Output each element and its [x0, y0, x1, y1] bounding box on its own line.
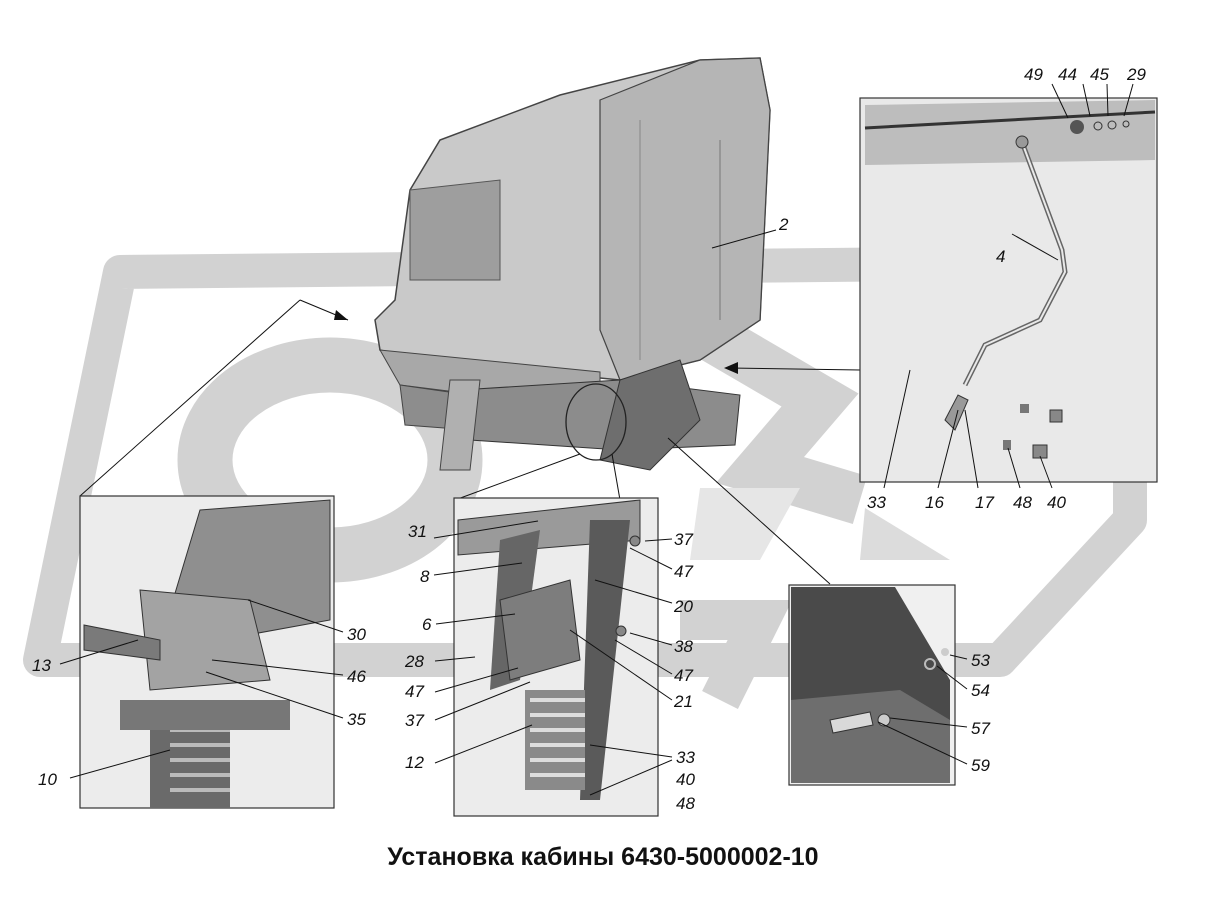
- callout-28: 28: [404, 652, 424, 671]
- callout-30: 30: [347, 625, 366, 644]
- callout-49: 49: [1024, 65, 1043, 84]
- callout-2: 2: [778, 215, 789, 234]
- callout-16: 16: [925, 493, 944, 512]
- callout-17: 17: [975, 493, 994, 512]
- watermark-wedge: [860, 508, 950, 560]
- callout-40-top: 40: [1047, 493, 1066, 512]
- pointer-arrows: [79, 299, 861, 585]
- callout-48-bottom: 48: [676, 794, 695, 813]
- callout-33-bottom: 33: [676, 748, 695, 767]
- callout-35: 35: [347, 710, 366, 729]
- callout-12: 12: [405, 753, 424, 772]
- callout-57: 57: [971, 719, 990, 738]
- callout-45: 45: [1090, 65, 1109, 84]
- callout-40-bottom: 40: [676, 770, 695, 789]
- callout-13: 13: [32, 656, 51, 675]
- callout-47-b: 47: [674, 666, 693, 685]
- leader-lines: [59, 83, 1134, 796]
- callout-37-b: 37: [405, 711, 424, 730]
- callout-labels: 2 4 49 44 45 29 33 16 17 48 40 31 37 47 …: [32, 65, 1146, 813]
- cab-body: [374, 57, 771, 431]
- frame-hinge: [439, 359, 741, 471]
- callout-33-top: 33: [867, 493, 886, 512]
- callout-8: 8: [420, 567, 430, 586]
- callout-21: 21: [673, 692, 693, 711]
- callout-54: 54: [971, 681, 990, 700]
- detail-circle: [565, 383, 627, 461]
- diagram-title: Установка кабины 6430-5000002-10: [387, 843, 819, 871]
- callout-38: 38: [674, 637, 693, 656]
- panel-fitting-detail: [788, 584, 956, 786]
- panel-support-detail: [453, 497, 659, 817]
- callout-31: 31: [408, 522, 427, 541]
- callout-10: 10: [38, 770, 57, 789]
- callout-53: 53: [971, 651, 990, 670]
- callout-47-c: 47: [405, 682, 424, 701]
- callout-37-a: 37: [674, 530, 693, 549]
- callout-29: 29: [1126, 65, 1146, 84]
- panel-hinge-detail: [79, 495, 335, 809]
- callout-4: 4: [996, 247, 1005, 266]
- callout-59: 59: [971, 756, 990, 775]
- callout-20: 20: [673, 597, 693, 616]
- callout-6: 6: [422, 615, 432, 634]
- callout-47-a: 47: [674, 562, 693, 581]
- watermark-wedge-2: [690, 488, 800, 560]
- callout-44: 44: [1058, 65, 1077, 84]
- callout-48-top: 48: [1013, 493, 1032, 512]
- callout-46: 46: [347, 667, 366, 686]
- panel-line-detail: [859, 97, 1158, 483]
